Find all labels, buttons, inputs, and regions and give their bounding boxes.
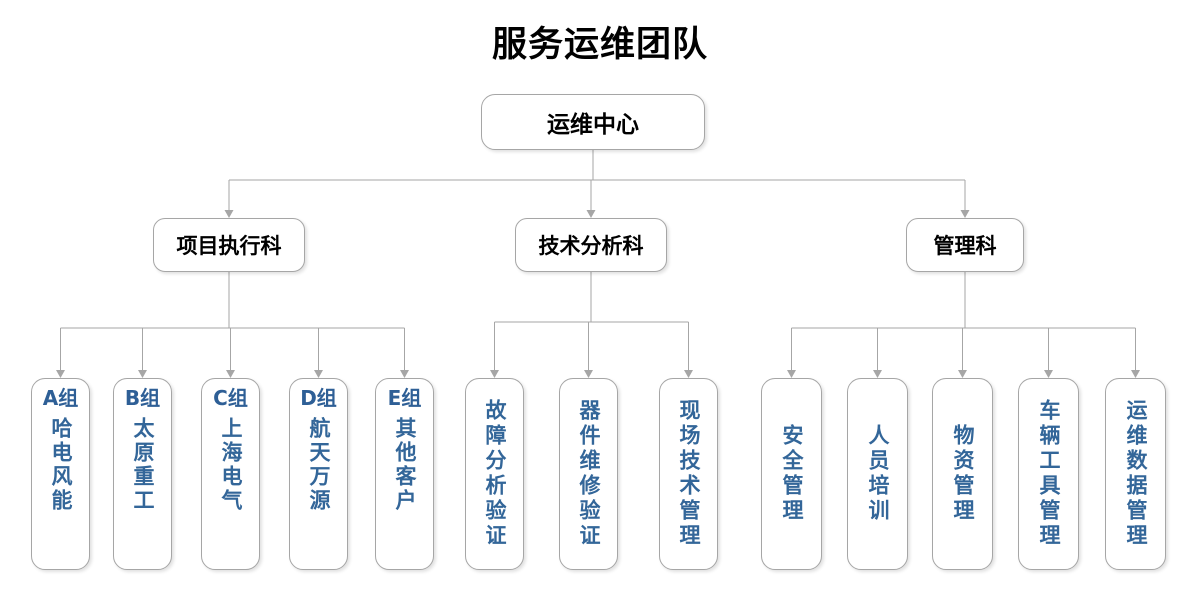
- leaf-name-vertical: 人员培训: [866, 424, 891, 524]
- chart-title: 服务运维团队: [491, 25, 708, 65]
- node-department-label: 项目执行科: [176, 234, 282, 258]
- leaf-name-vertical: 航天万源: [307, 417, 332, 513]
- node-root-label: 运维中心: [547, 112, 639, 138]
- node-leaf[interactable]: B组太原重工: [113, 378, 172, 570]
- leaf-name-vertical: 哈电风能: [49, 417, 74, 513]
- node-leaf[interactable]: E组其他客户: [375, 378, 434, 570]
- node-leaf[interactable]: 故障分析验证: [465, 378, 524, 570]
- node-leaf[interactable]: 车辆工具管理: [1018, 378, 1079, 570]
- node-leaf[interactable]: A组哈电风能: [31, 378, 90, 570]
- node-department-label: 技术分析科: [538, 234, 644, 258]
- leaf-name-vertical: 太原重工: [131, 417, 156, 513]
- leaf-name-vertical: 故障分析验证: [483, 399, 508, 549]
- leaf-group-code: B组: [124, 386, 161, 410]
- node-leaf[interactable]: 现场技术管理: [659, 378, 718, 570]
- leaf-name-vertical: 物资管理: [951, 424, 976, 524]
- node-dept-technical-analysis[interactable]: 技术分析科: [515, 218, 667, 272]
- node-department-label: 管理科: [933, 234, 997, 258]
- leaf-name-vertical: 现场技术管理: [677, 399, 702, 549]
- leaf-name-vertical: 安全管理: [780, 424, 805, 524]
- node-root-operations-center[interactable]: 运维中心: [481, 94, 705, 150]
- leaf-name-vertical: 上海电气: [219, 417, 244, 513]
- leaf-group-code: E组: [387, 386, 422, 410]
- leaf-group-code: D组: [300, 386, 337, 410]
- node-leaf[interactable]: 安全管理: [761, 378, 822, 570]
- node-dept-project-execution[interactable]: 项目执行科: [153, 218, 305, 272]
- node-leaf[interactable]: 物资管理: [932, 378, 993, 570]
- leaf-group-code: C组: [213, 386, 248, 410]
- node-leaf[interactable]: 运维数据管理: [1105, 378, 1166, 570]
- leaf-name-vertical: 器件维修验证: [577, 399, 602, 549]
- node-dept-management[interactable]: 管理科: [906, 218, 1024, 272]
- leaf-name-vertical: 车辆工具管理: [1037, 399, 1062, 549]
- node-leaf[interactable]: D组航天万源: [289, 378, 348, 570]
- leaf-name-vertical: 运维数据管理: [1124, 399, 1149, 549]
- node-leaf[interactable]: 器件维修验证: [559, 378, 618, 570]
- node-leaf[interactable]: 人员培训: [847, 378, 908, 570]
- leaf-group-code: A组: [42, 386, 79, 410]
- node-leaf[interactable]: C组上海电气: [201, 378, 260, 570]
- leaf-name-vertical: 其他客户: [393, 417, 418, 513]
